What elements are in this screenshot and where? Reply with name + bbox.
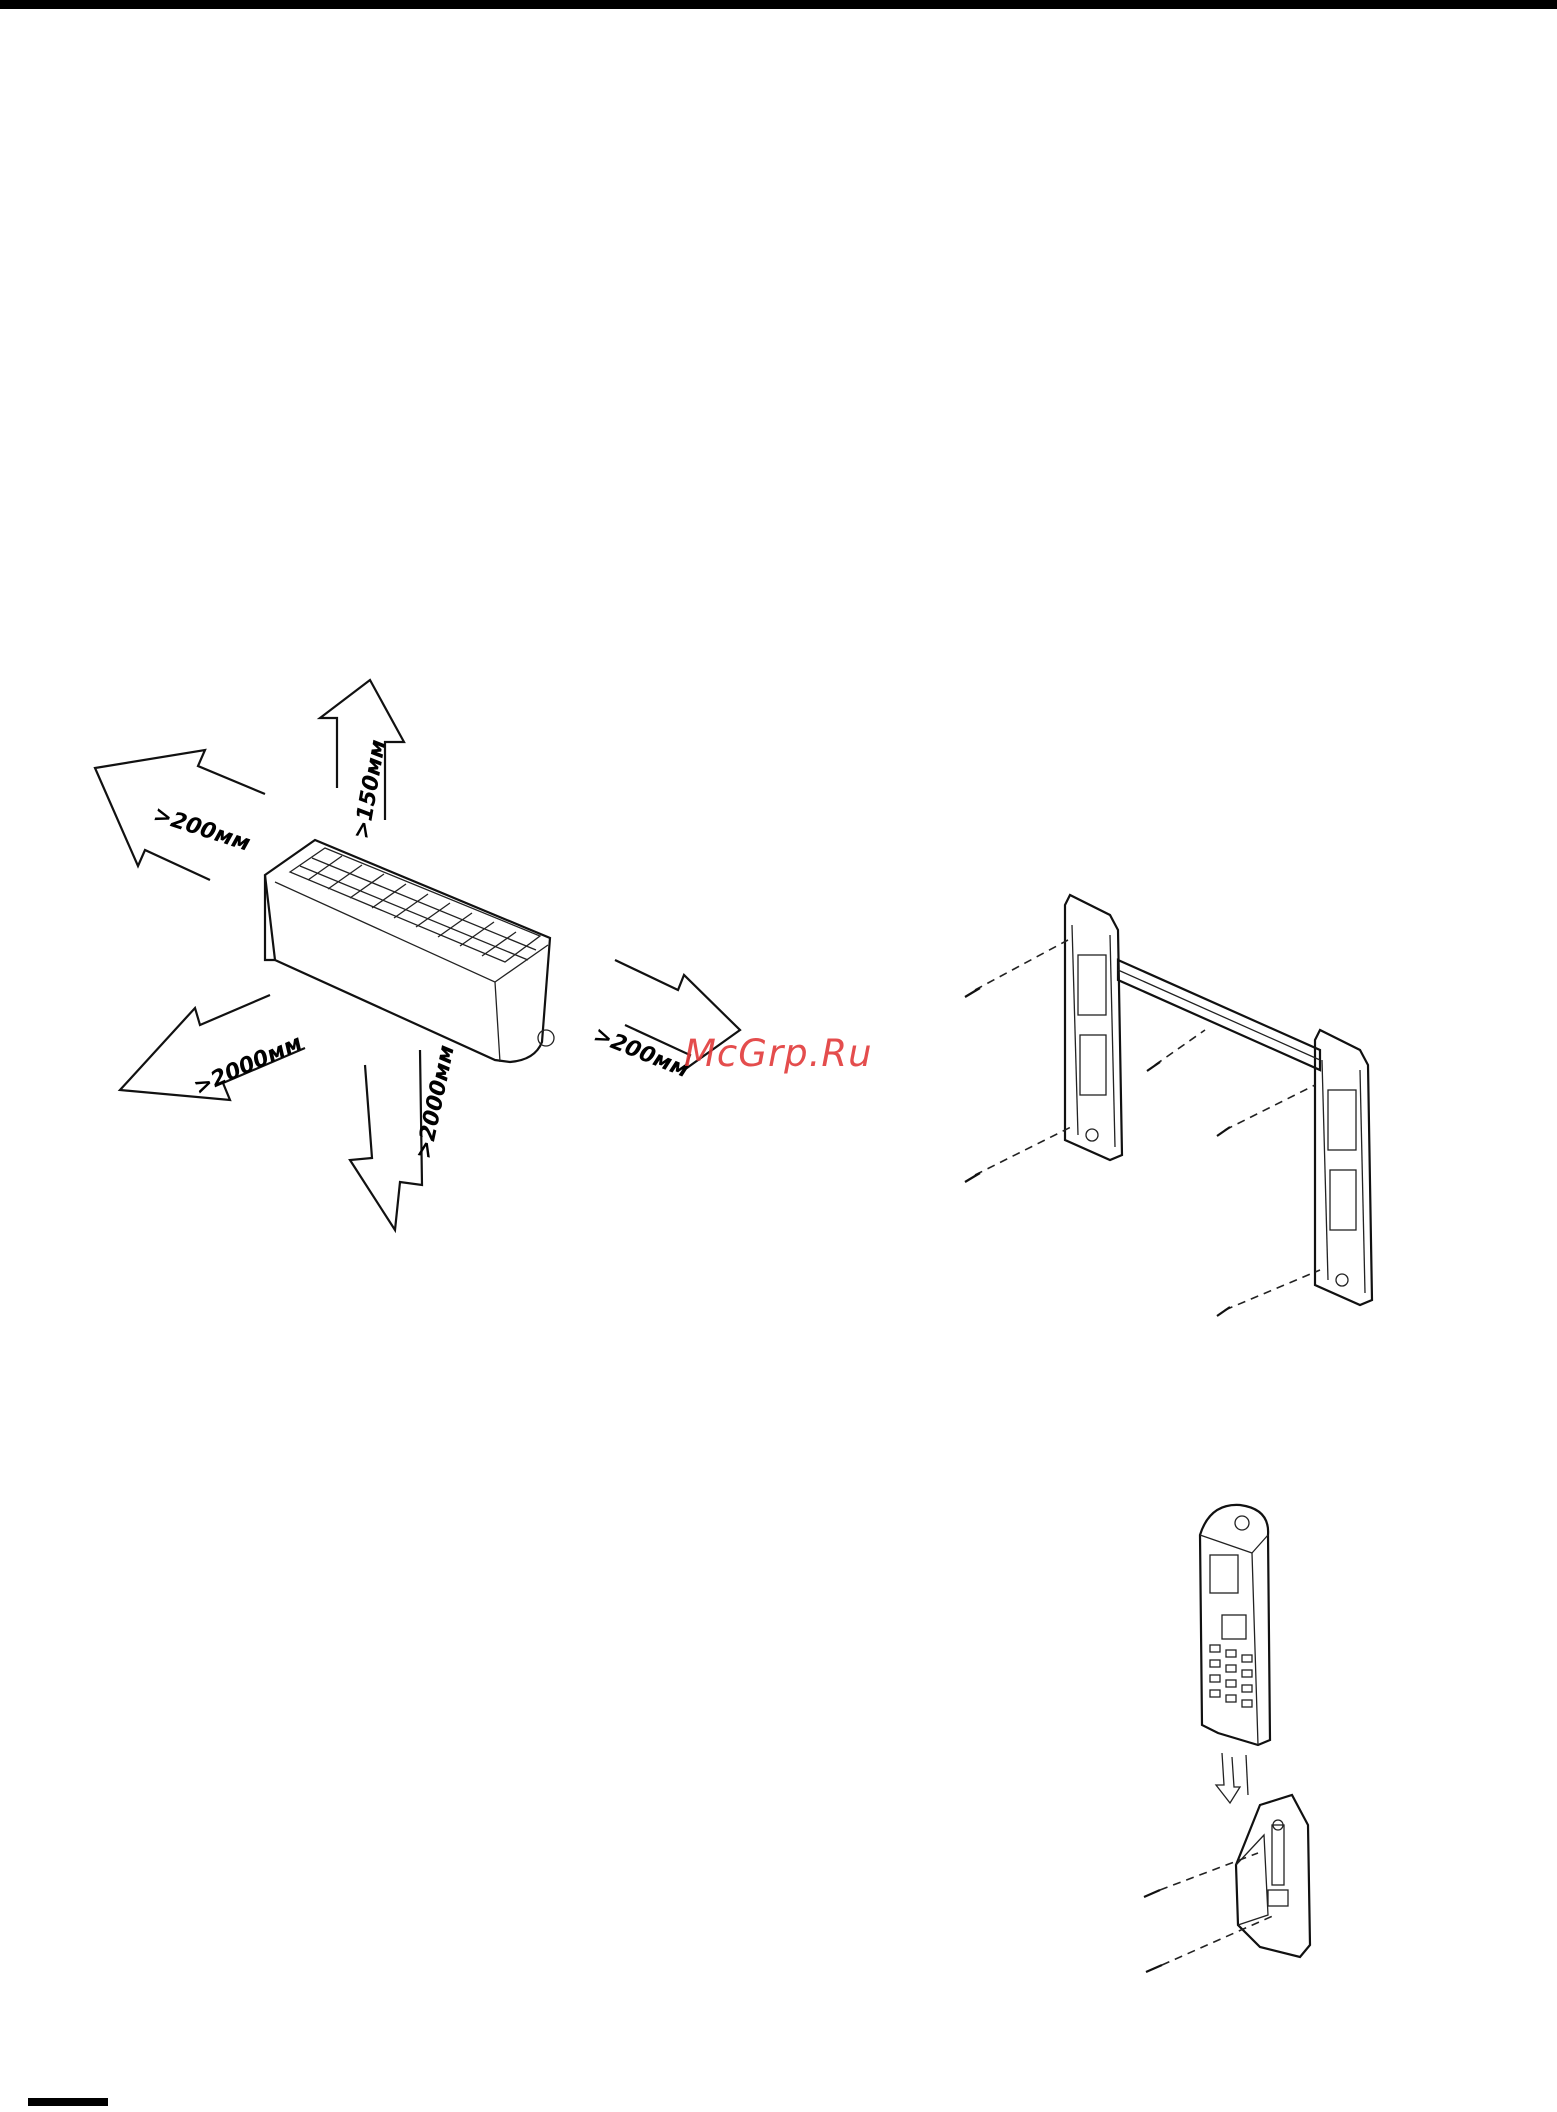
label-front-down: >2000мм <box>411 1043 459 1161</box>
holder-screws-illustration <box>1144 1853 1275 1972</box>
remote-holder-figure <box>1140 1495 1380 1995</box>
watermark: McGrp.Ru <box>684 1032 873 1075</box>
mounting-plate-illustration <box>1065 895 1372 1305</box>
label-front-left: >2000мм <box>190 1031 306 1101</box>
arrow-front-down <box>350 1050 422 1230</box>
indoor-unit-illustration <box>265 840 554 1062</box>
indoor-unit-clearance-figure: >200мм >150мм >200мм >2000мм >2000мм <box>80 670 780 1250</box>
screws-illustration <box>965 940 1320 1316</box>
bottom-rule <box>28 2098 108 2106</box>
insert-arrow-icon <box>1216 1753 1240 1803</box>
remote-holder-illustration <box>1236 1795 1310 1957</box>
top-rule <box>0 0 1557 9</box>
label-left: >200мм <box>150 802 253 857</box>
remote-control-illustration <box>1200 1505 1270 1745</box>
mounting-plate-figure <box>960 885 1400 1335</box>
